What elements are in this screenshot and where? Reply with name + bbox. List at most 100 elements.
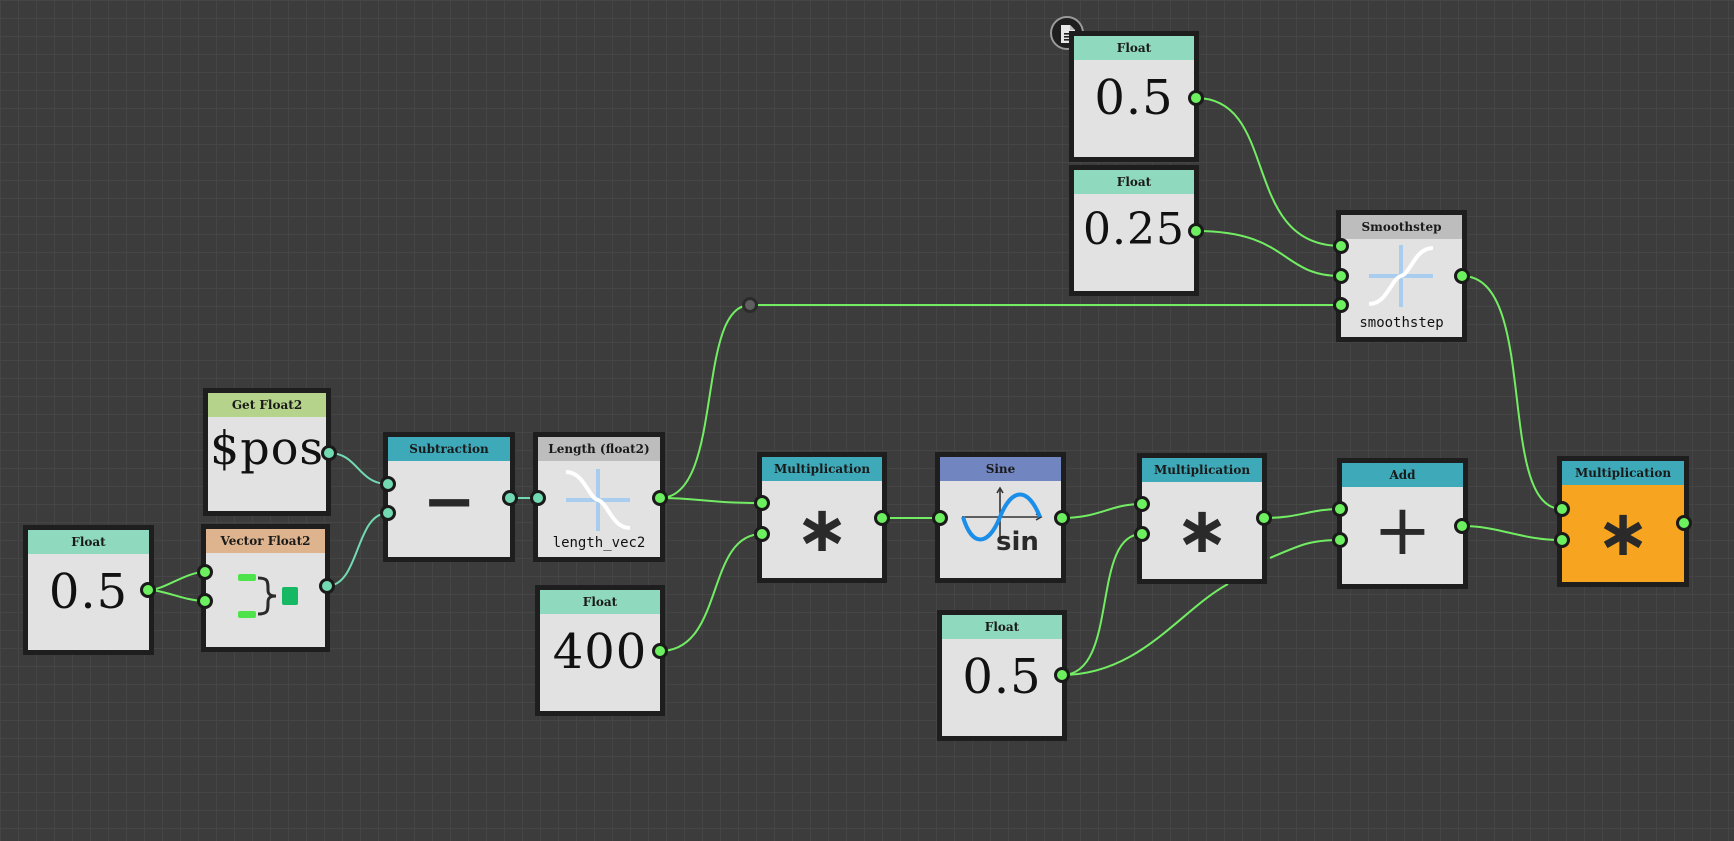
node-title: Smoothstep (1341, 215, 1462, 239)
wire (659, 533, 763, 652)
node-body: − (388, 461, 510, 557)
wire (1061, 503, 1143, 519)
vector-y-input-pin[interactable] (197, 593, 213, 609)
operator-symbol: − (422, 465, 476, 539)
wire-reroute-point[interactable] (742, 297, 758, 313)
node-body: smoothstep (1341, 239, 1462, 337)
node-title: Subtraction (388, 437, 510, 461)
float-top-output-pin[interactable] (1188, 90, 1204, 106)
wire (659, 497, 763, 504)
float-node-025[interactable]: Float 0.25 (1069, 165, 1199, 296)
wire (1263, 508, 1341, 519)
wire (1061, 583, 1229, 676)
add-output-pin[interactable] (1454, 518, 1470, 534)
float-value: 0.25 (1083, 204, 1185, 255)
vector-x-input-pin[interactable] (197, 564, 213, 580)
subtraction-output-pin[interactable] (502, 490, 518, 506)
sine-label: sin (996, 527, 1039, 557)
node-body: 400 (540, 614, 660, 711)
mul2-input-b-pin[interactable] (1134, 526, 1150, 542)
variable-name: $pos (209, 421, 324, 475)
multiplication-node-1[interactable]: Multiplication ∗ (757, 452, 887, 583)
node-body: 0.5 (1074, 60, 1194, 157)
mul1-output-pin[interactable] (874, 510, 890, 526)
float-a-output-pin[interactable] (140, 582, 156, 598)
node-body: 0.5 (28, 554, 149, 650)
subtraction-node[interactable]: Subtraction − (383, 432, 515, 562)
node-body: sin (940, 481, 1061, 578)
multiplication-output-node[interactable]: Multiplication ∗ (1557, 456, 1689, 587)
float-c-output-pin[interactable] (1054, 667, 1070, 683)
length-input-pin[interactable] (530, 490, 546, 506)
mul3-output-pin[interactable] (1676, 515, 1692, 531)
node-title: Float (942, 615, 1062, 639)
operator-symbol: ∗ (795, 493, 849, 567)
sine-output-pin[interactable] (1054, 510, 1070, 526)
mul1-input-a-pin[interactable] (754, 495, 770, 511)
float-value: 0.5 (962, 649, 1042, 705)
length-output-pin[interactable] (652, 490, 668, 506)
get-pos-output-pin[interactable] (321, 445, 337, 461)
smoothstep-output-pin[interactable] (1454, 268, 1470, 284)
float-node-a[interactable]: Float 0.5 (23, 525, 154, 655)
float-025-output-pin[interactable] (1188, 223, 1204, 239)
operator-symbol: ∗ (1175, 494, 1229, 568)
get-float2-node[interactable]: Get Float2 $pos (203, 388, 331, 516)
float-node-c[interactable]: Float 0.5 (937, 610, 1067, 741)
smoothstep-wave-icon (1368, 245, 1434, 307)
node-title: Multiplication (1562, 461, 1684, 485)
vector-float2-node[interactable]: Vector Float2 (201, 524, 330, 652)
float-node-400[interactable]: Float 400 (535, 585, 665, 716)
mul3-input-a-pin[interactable] (1554, 501, 1570, 517)
node-title: Float (1074, 36, 1194, 60)
node-body (206, 553, 325, 647)
wire (1195, 97, 1342, 247)
node-body: + (1342, 487, 1463, 584)
smoothstep-input-edge0-pin[interactable] (1333, 238, 1349, 254)
node-body: length_vec2 (538, 461, 660, 557)
float-400-output-pin[interactable] (652, 643, 668, 659)
sine-node[interactable]: Sine sin (935, 452, 1066, 583)
wire (328, 452, 389, 485)
subtraction-input-a-pin[interactable] (380, 476, 396, 492)
node-body: ∗ (762, 481, 882, 578)
operator-symbol: + (1373, 489, 1432, 571)
sine-input-pin[interactable] (932, 510, 948, 526)
smoothstep-node[interactable]: Smoothstep smoothstep (1336, 210, 1467, 342)
function-label: smoothstep (1359, 315, 1444, 331)
node-title: Multiplication (1142, 458, 1262, 482)
smoothstep-input-edge1-pin[interactable] (1333, 268, 1349, 284)
node-body: 0.5 (942, 639, 1062, 736)
float-value: 0.5 (48, 564, 129, 620)
node-title: Sine (940, 457, 1061, 481)
smoothstep-input-x-pin[interactable] (1333, 297, 1349, 313)
length-wave-icon (565, 469, 631, 531)
node-title: Multiplication (762, 457, 882, 481)
mul3-input-b-pin[interactable] (1554, 532, 1570, 548)
wire (147, 571, 206, 591)
node-body: $pos (208, 417, 326, 511)
subtraction-input-b-pin[interactable] (380, 505, 396, 521)
node-title: Float (540, 590, 660, 614)
operator-symbol: ∗ (1596, 497, 1650, 571)
add-input-b-pin[interactable] (1332, 532, 1348, 548)
wire (1061, 533, 1143, 676)
node-title: Float (1074, 170, 1194, 194)
add-node[interactable]: Add + (1337, 458, 1468, 589)
wire (326, 512, 389, 587)
vector-output-pin[interactable] (319, 578, 335, 594)
float-node-top[interactable]: Float 0.5 (1069, 31, 1199, 162)
add-input-a-pin[interactable] (1332, 501, 1348, 517)
node-body: ∗ (1142, 482, 1262, 579)
float-value: 400 (552, 624, 648, 680)
wire (1269, 539, 1341, 559)
vector-bracket-icon (238, 574, 298, 618)
length-float2-node[interactable]: Length (float2) length_vec2 (533, 432, 665, 562)
node-title: Vector Float2 (206, 529, 325, 553)
multiplication-node-2[interactable]: Multiplication ∗ (1137, 453, 1267, 584)
node-body: 0.25 (1074, 194, 1194, 291)
mul2-output-pin[interactable] (1256, 510, 1272, 526)
node-title: Add (1342, 463, 1463, 487)
mul2-input-a-pin[interactable] (1134, 496, 1150, 512)
mul1-input-b-pin[interactable] (754, 526, 770, 542)
